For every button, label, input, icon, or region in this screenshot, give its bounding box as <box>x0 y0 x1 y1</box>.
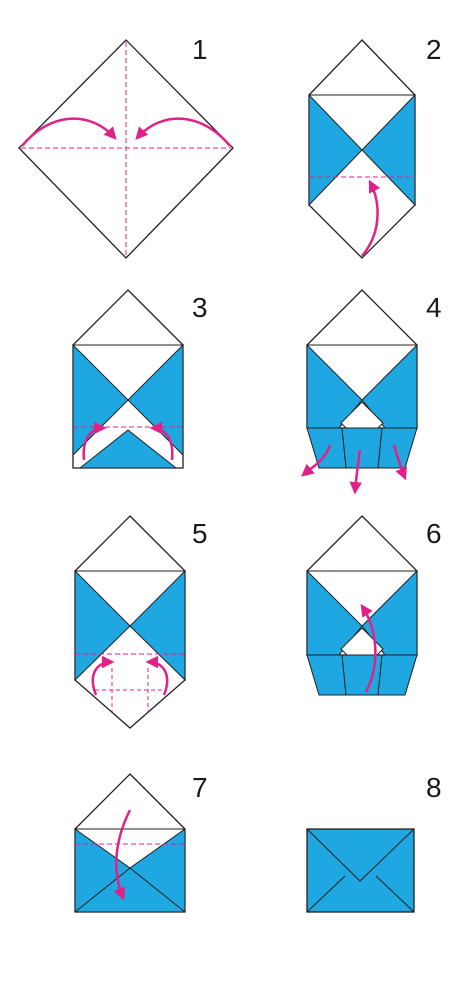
step-number-5: 5 <box>192 518 208 549</box>
step-3-diagram <box>72 289 184 469</box>
step-5-left-blue-panel <box>74 569 131 682</box>
step-6-crease-right <box>377 654 383 696</box>
step-7-arrow <box>113 809 132 901</box>
step-number-7: 7 <box>192 772 208 803</box>
step-5-diagram <box>74 515 186 729</box>
step-1-diagram <box>18 39 234 259</box>
step-number-6: 6 <box>426 518 442 549</box>
step-4-right-arrow <box>392 444 407 481</box>
step-6-bottom-strip <box>306 654 418 696</box>
step-5-right-blue-panel <box>129 569 186 682</box>
step-3-left-arrow <box>82 421 107 461</box>
step-5-right-arrow <box>145 655 169 696</box>
step-number-3: 3 <box>192 292 208 323</box>
step-4-diagram <box>301 289 418 495</box>
step-4-crease-right <box>377 427 383 469</box>
step-4-left-arrow <box>301 444 332 477</box>
step-6-diagram <box>306 515 418 696</box>
step-8-diagram <box>306 828 415 913</box>
step-8-left-diagonal <box>306 875 346 913</box>
step-5-left-arrow <box>91 655 115 696</box>
step-3-right-arrow <box>149 421 174 461</box>
step-8-right-diagonal <box>375 875 415 913</box>
step-4-crease-left <box>341 427 347 469</box>
step-7-right-diagonal <box>129 867 186 913</box>
step-7-envelope-body <box>74 828 186 913</box>
step-7-diagram <box>74 773 186 913</box>
step-6-arrow <box>360 603 377 693</box>
step-number-1: 1 <box>192 34 208 65</box>
step-3-bottom-blue-flap <box>78 429 178 469</box>
step-7-left-diagonal <box>74 867 131 913</box>
step-1-left-arrow <box>21 117 117 147</box>
step-2-arrow <box>361 179 381 257</box>
step-number-2: 2 <box>426 34 442 65</box>
step-6-crease-left <box>341 654 347 696</box>
step-2-diagram <box>308 39 416 259</box>
step-8-flap <box>306 828 415 882</box>
step-1-right-arrow <box>135 117 231 147</box>
step-number-4: 4 <box>426 292 442 323</box>
step-8-envelope <box>306 828 415 913</box>
step-number-8: 8 <box>426 772 442 803</box>
step-4-center-arrow <box>349 449 362 495</box>
